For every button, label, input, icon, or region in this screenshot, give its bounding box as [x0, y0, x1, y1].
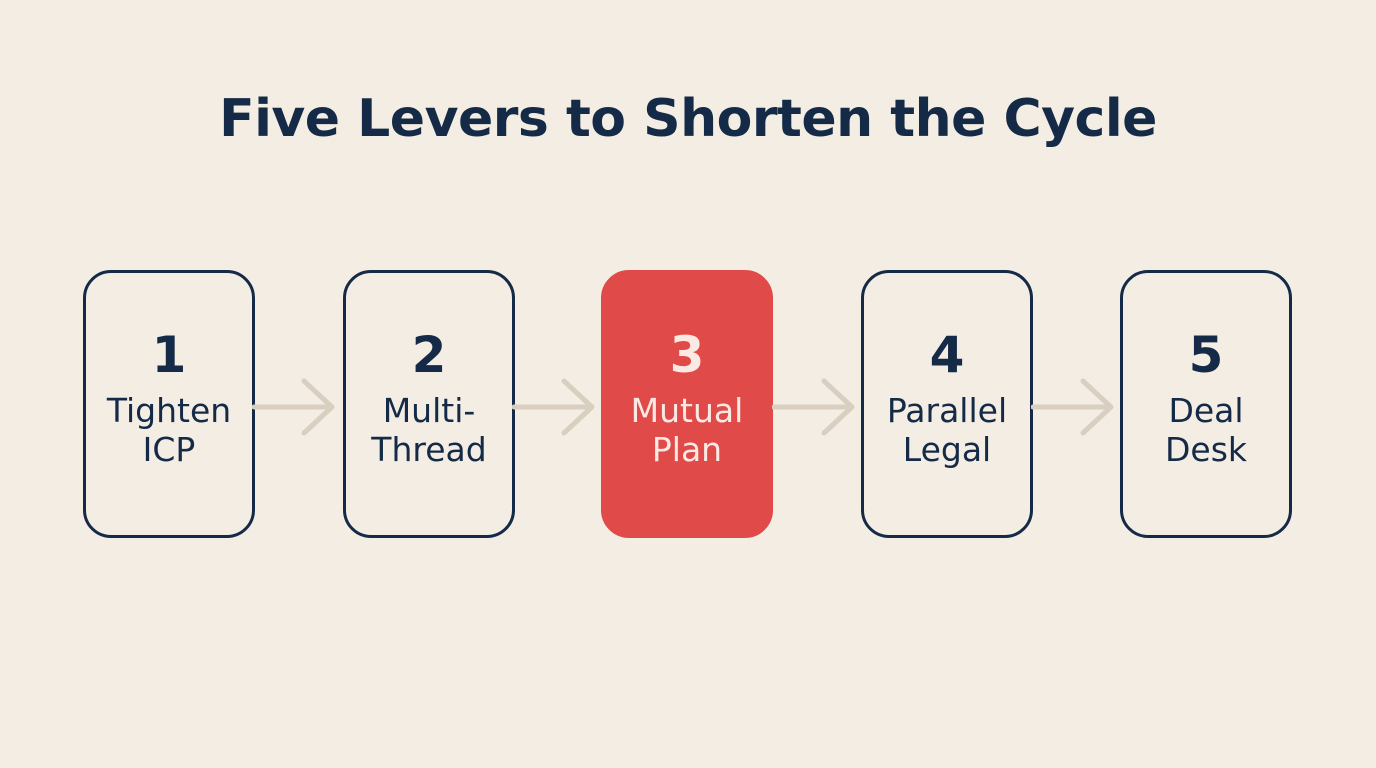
- step-label-line-1: Mutual: [630, 391, 744, 430]
- step-label-line-2: Thread: [371, 430, 487, 469]
- step-label-line-1: Deal: [1168, 391, 1244, 430]
- step-number: 5: [1188, 326, 1224, 384]
- step-label-line-1: Tighten: [106, 391, 232, 430]
- step-box-5: 5 Deal Desk: [1120, 270, 1292, 538]
- step-label: Tighten ICP: [86, 391, 252, 469]
- step-label-line-1: Multi-: [382, 391, 476, 430]
- step-label: Multi- Thread: [346, 391, 512, 469]
- step-number: 1: [151, 326, 187, 384]
- arrow-right-icon: [772, 378, 855, 436]
- step-label-line-2: ICP: [142, 430, 196, 469]
- page-title: Five Levers to Shorten the Cycle: [219, 89, 1157, 149]
- step-label: Deal Desk: [1123, 391, 1289, 469]
- step-label-line-2: Plan: [651, 430, 723, 469]
- step-box-1: 1 Tighten ICP: [83, 270, 255, 538]
- step-label: Mutual Plan: [604, 391, 770, 469]
- step-number: 4: [929, 326, 965, 384]
- step-label-line-2: Desk: [1164, 430, 1248, 469]
- arrow-right-icon: [512, 378, 595, 436]
- step-box-3: 3 Mutual Plan: [601, 270, 773, 538]
- step-number: 2: [411, 326, 447, 384]
- step-label-line-1: Parallel: [886, 391, 1008, 430]
- step-box-4: 4 Parallel Legal: [861, 270, 1033, 538]
- step-number: 3: [669, 326, 705, 384]
- arrow-right-icon: [1031, 378, 1114, 436]
- arrow-right-icon: [252, 378, 335, 436]
- step-label-line-2: Legal: [902, 430, 992, 469]
- step-label: Parallel Legal: [864, 391, 1030, 469]
- step-box-2: 2 Multi- Thread: [343, 270, 515, 538]
